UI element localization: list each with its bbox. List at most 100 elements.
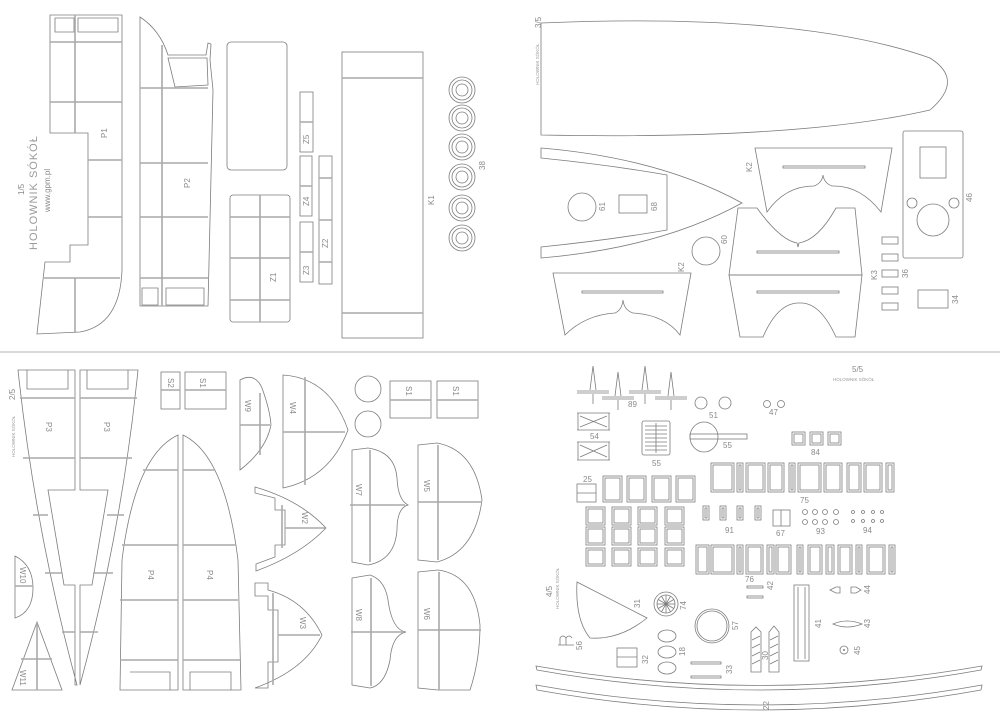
window-frame-inner [653,477,670,501]
part-label: 54 [590,432,599,441]
part-label: 93 [816,527,825,536]
window-frame-inner [639,508,656,524]
part-label: S1 [198,378,207,388]
wheel-spoke [658,599,667,605]
window-frame [885,462,895,493]
rivet-94 [871,510,875,514]
rivet-94 [880,510,884,514]
part-label: 32 [641,655,650,664]
part-window-frames [585,462,896,575]
part-label: 31 [633,599,642,608]
ring-outer [448,104,476,132]
sheet-5: 5/5 HOLOWNIK SÓKÓŁ 4/5 HOLOWNIK SÓKÓŁ 89… [535,365,983,711]
part-label: 94 [863,526,872,535]
part-label: P4 [205,570,214,580]
part-label: 41 [814,619,823,628]
part-w10: W10 [14,555,34,619]
part-46: 46 [902,130,974,259]
part-label: P1 [100,128,109,138]
part-74-wheel: 74 [653,591,688,617]
window-frame-inner [613,549,630,565]
window-frame [611,526,632,546]
window-frame-inner [857,546,861,573]
rivet-93 [833,519,839,525]
ring-inner [455,170,469,184]
window-frame [825,544,835,575]
ring-outer [448,224,476,252]
part-56-hooks: 56 [558,635,584,650]
window-frame [745,462,766,493]
part-label: W8 [354,609,363,622]
rivet-93 [822,509,828,515]
part-44: 44 [829,585,872,594]
part-84: 84 [791,431,842,457]
part-label: 89 [628,400,637,409]
window-frame [585,547,606,567]
bollard-part [602,371,634,410]
part-label: S1 [451,386,460,396]
wheel-spoke [661,603,667,612]
part-label: 33 [725,665,734,674]
window-frame-inner [827,546,833,573]
ring-inner [455,140,469,154]
part-55-grille: 55 [641,420,671,468]
part-34 [917,289,949,309]
part-label: W9 [243,400,252,413]
part-51 [694,396,708,410]
rivet-93 [812,509,818,515]
part-label: 67 [776,529,785,538]
part-label: 46 [965,193,974,202]
window-frame-inner [799,464,820,491]
window-frame [626,475,647,503]
window-frame [611,547,632,567]
part-label: Z4 [302,196,311,206]
part-label: 84 [811,448,820,457]
bollard-part [655,371,687,410]
part-30: 30 [750,625,780,673]
part-label: K1 [427,195,436,205]
part-hull-bottom [540,20,948,137]
window-frame [823,462,843,493]
part-k2-lower: K2 [552,262,692,336]
window-frame [719,505,727,521]
window-frame [855,544,863,575]
window-frame-inner [613,528,630,544]
window-frame [736,544,744,575]
part-55-hatch: 55 [689,421,748,453]
part-42: 42 [746,581,775,599]
window-frame-inner [628,477,645,501]
part-deck [540,147,743,259]
part-k3: K3 [728,207,879,338]
part-label: K2 [745,162,754,172]
part-label: 51 [709,411,718,420]
window-frame [736,462,744,493]
window-frame [888,544,896,575]
window-frame-inner [587,508,604,524]
part-label: 38 [478,161,487,170]
window-frame-inner [704,507,708,519]
part-label: W7 [354,484,363,497]
window-frame [837,544,853,575]
window-frame-inner [587,549,604,565]
ring-inner [455,83,469,97]
window-frame [664,547,685,567]
window-frame [651,475,672,503]
ring-mid [451,166,473,188]
window-frame [807,544,823,575]
part-60 [691,236,721,266]
ring-mid [451,197,473,219]
window-frame-inner [747,546,762,573]
part-w3: W3 [254,582,323,689]
window-frame [637,526,658,546]
window-frame-inner [747,464,764,491]
part-label: 34 [951,295,960,304]
rivet-93 [802,509,808,515]
part-k1: K1 [341,51,436,339]
part-18: 18 [657,629,687,675]
part-label: W11 [18,670,27,686]
window-frame-inner [825,464,841,491]
ring-mid [451,136,473,158]
window-frame-inner [769,464,783,491]
window-frame [585,506,606,526]
